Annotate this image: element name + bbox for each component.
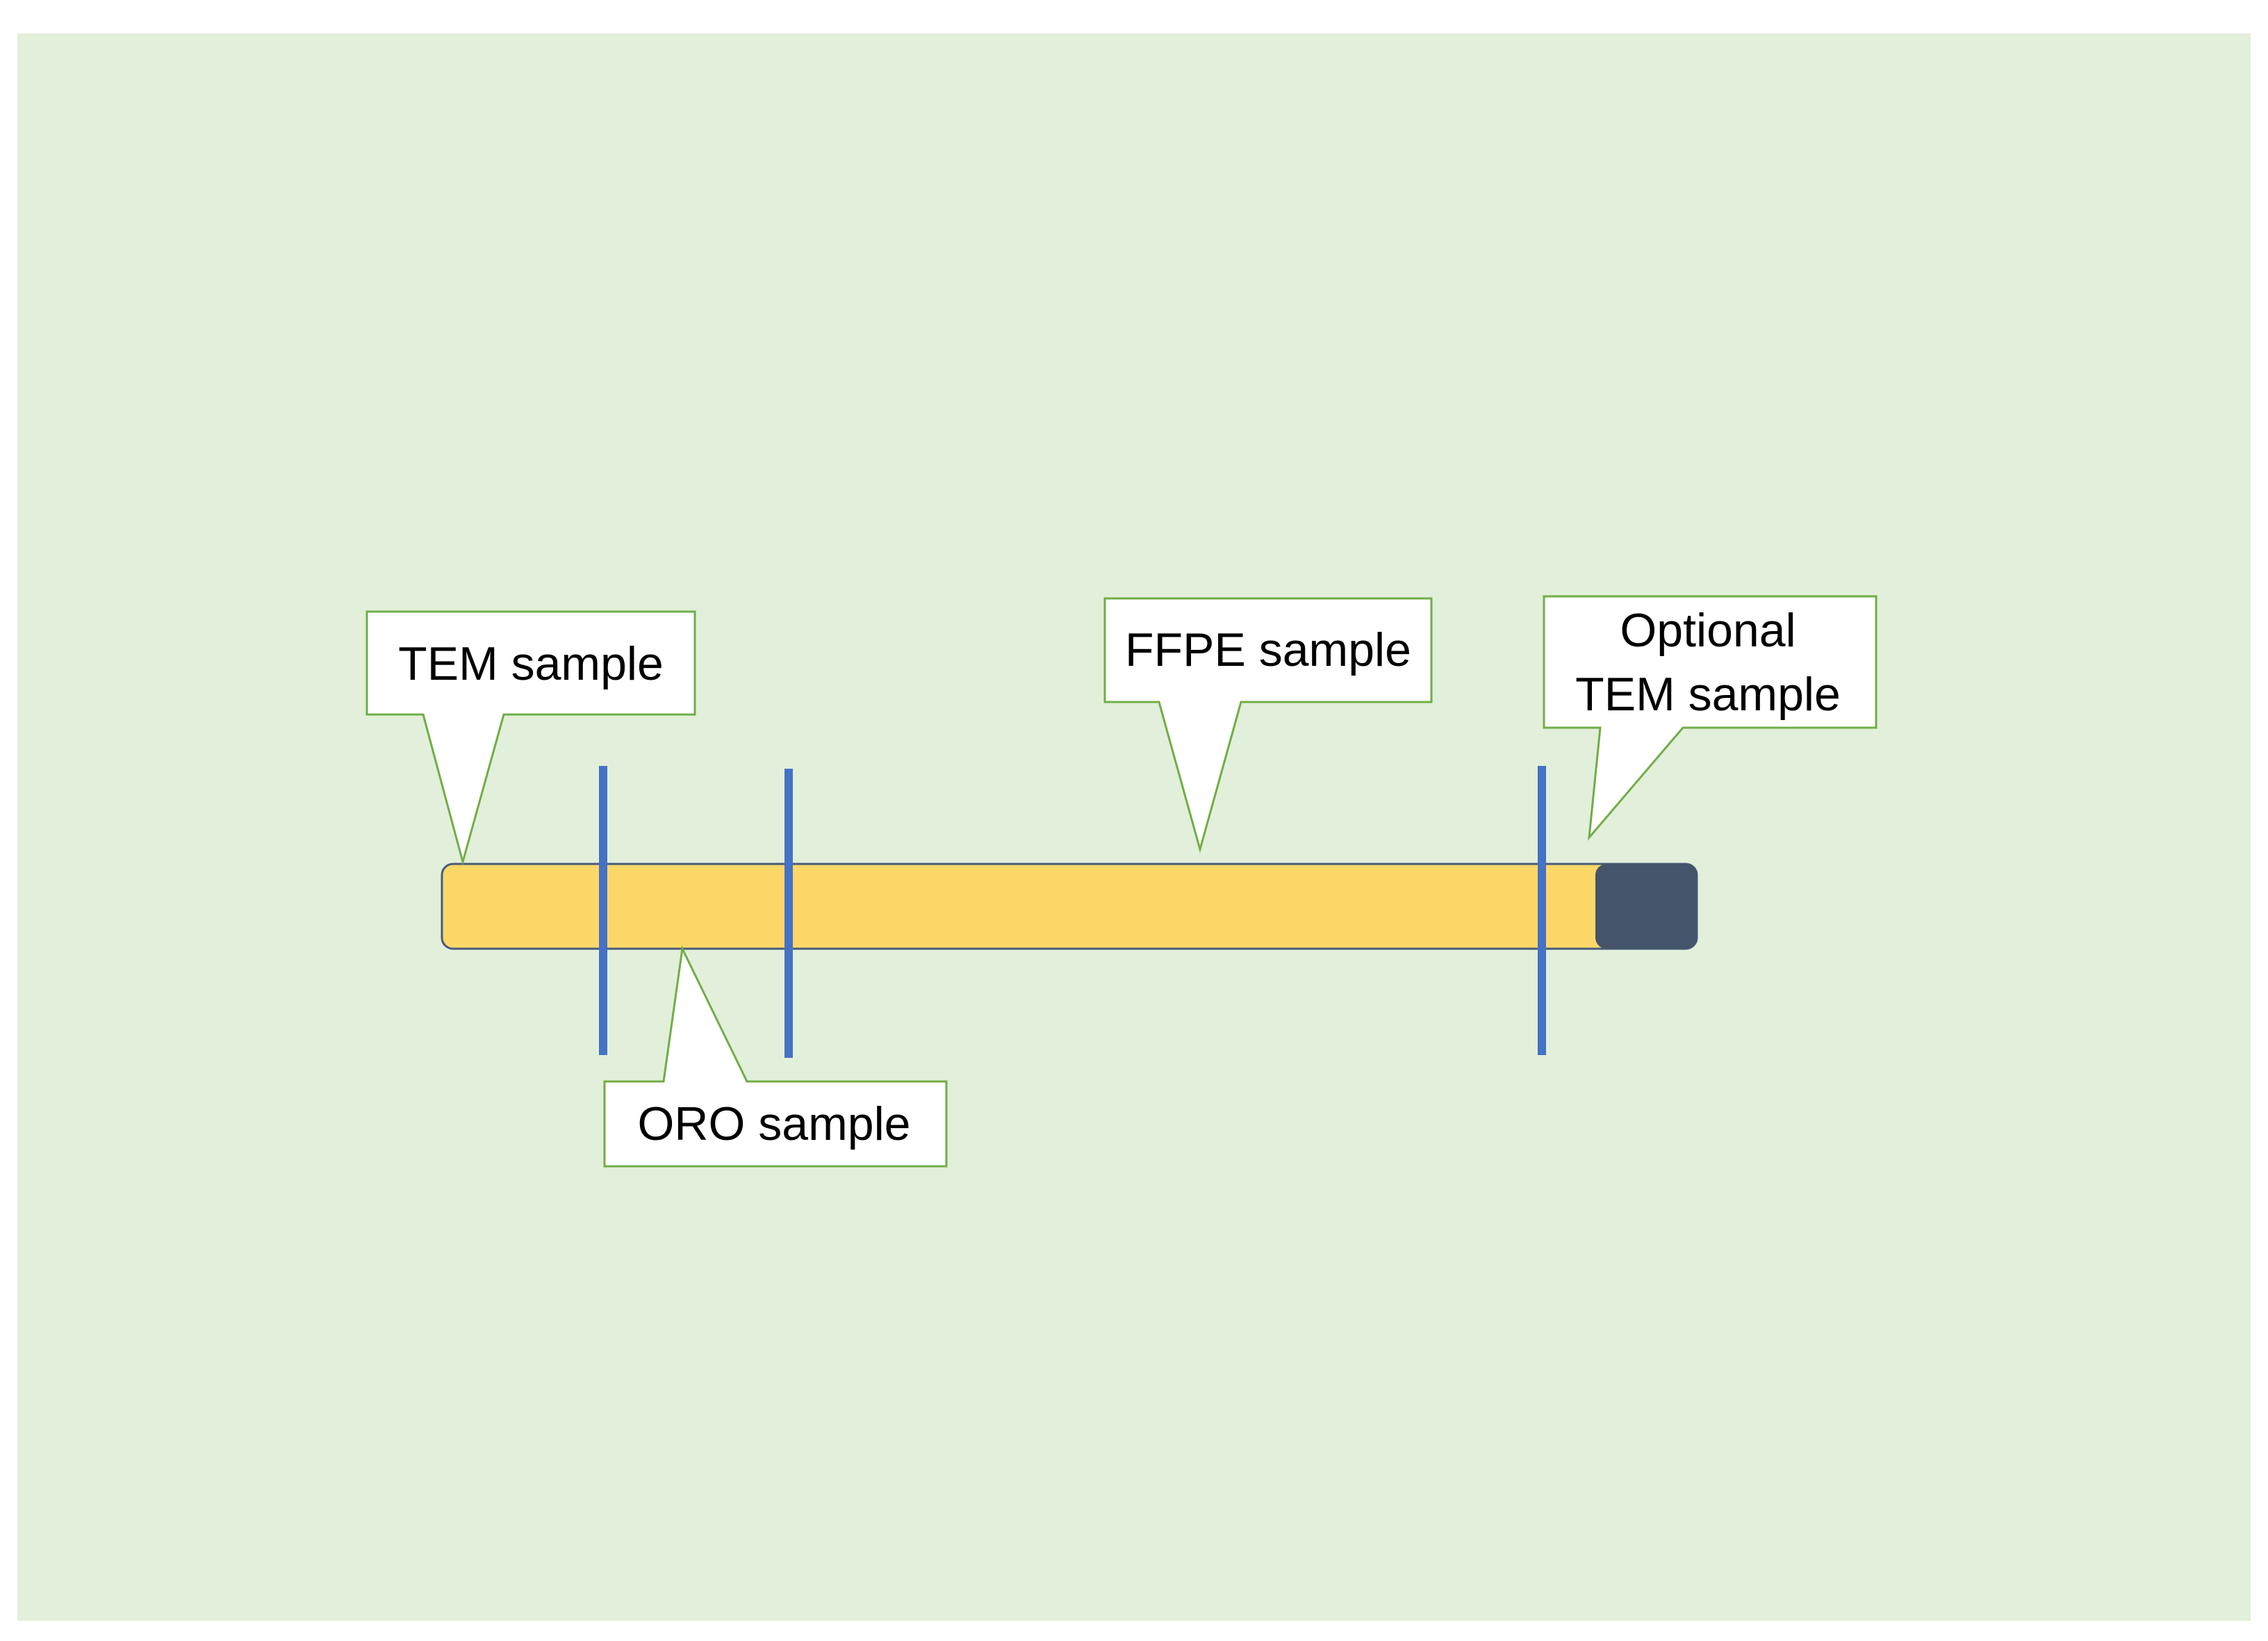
optional-tem-segment [1595,864,1697,949]
callout-optional-tem-line2: TEM sample [1575,668,1841,721]
callout-optional-tem-sample: Optional TEM sample [1543,595,1877,841]
callout-oro-sample: ORO sample [603,945,948,1168]
callout-tem-sample-label: TEM sample [398,637,664,690]
callout-tem-sample: TEM sample [365,610,696,866]
sample-core-bar [441,863,1698,950]
callout-optional-tem-line1: Optional [1620,604,1796,657]
callout-ffpe-sample: FFPE sample [1103,597,1433,854]
callout-oro-sample-label: ORO sample [638,1097,911,1150]
callout-ffpe-sample-label: FFPE sample [1125,623,1411,676]
background-panel [17,33,2251,1621]
